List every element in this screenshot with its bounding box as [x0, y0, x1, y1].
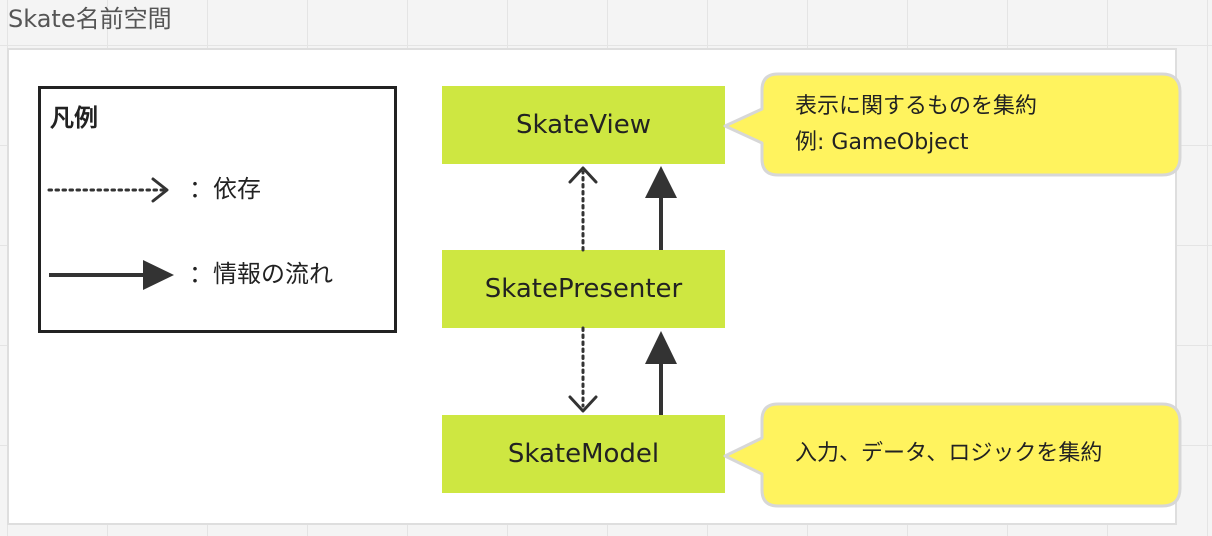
skate-presenter-node[interactable]: SkatePresenter [442, 250, 725, 328]
legend-dependency-label: ：依存 [189, 175, 261, 203]
legend-flow-label: ：情報の流れ [189, 260, 333, 288]
legend-title: 凡例 [50, 104, 98, 132]
flow-arrow-sample [49, 260, 174, 290]
view-note-text-line1: 表示に関するものを集約 [795, 94, 1038, 119]
legend-box: 凡例 ：依存 ：情報の流れ [38, 86, 397, 333]
view-note-text-line2: 例: GameObject [795, 130, 969, 155]
skate-view-node[interactable]: SkateView [442, 86, 725, 164]
model-note-text: 入力、データ、ロジックを集約 [795, 441, 1103, 466]
dependency-arrow-sample [47, 177, 169, 203]
skate-model-node[interactable]: SkateModel [442, 415, 725, 493]
frame-title: Skate名前空間 [8, 5, 172, 33]
